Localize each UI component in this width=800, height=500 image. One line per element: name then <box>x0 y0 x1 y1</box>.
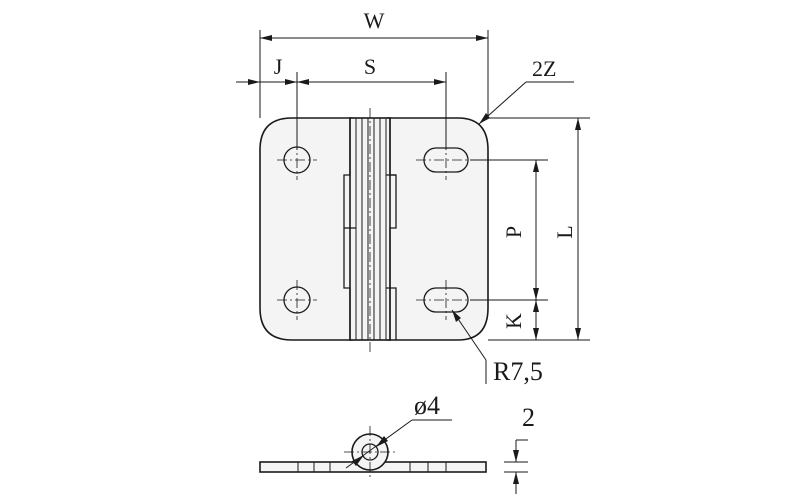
dimension-l: L <box>488 117 590 341</box>
right-leaf <box>387 117 489 341</box>
label-thickness: 2 <box>522 403 535 432</box>
label-k: K <box>501 313 526 329</box>
dimension-pin: ø4 <box>345 391 452 469</box>
label-2z: 2Z <box>532 56 556 81</box>
dimension-j-s: J S <box>236 54 447 150</box>
label-l: L <box>552 225 577 238</box>
dimension-w: W <box>259 8 489 118</box>
hinge-side-view <box>259 426 487 478</box>
dimension-thickness: 2 <box>504 403 535 494</box>
label-j: J <box>274 54 283 79</box>
dimension-p-k: P K <box>470 159 548 340</box>
label-s: S <box>364 54 376 79</box>
label-p: P <box>501 226 526 238</box>
dimension-r: R7,5 <box>451 309 543 386</box>
label-r: R7,5 <box>493 357 543 386</box>
label-pin-diameter: ø4 <box>414 391 440 420</box>
hinge-plate <box>259 108 489 352</box>
label-w: W <box>364 8 385 33</box>
left-leaf <box>259 117 353 341</box>
dimension-2z: 2Z <box>478 56 574 125</box>
